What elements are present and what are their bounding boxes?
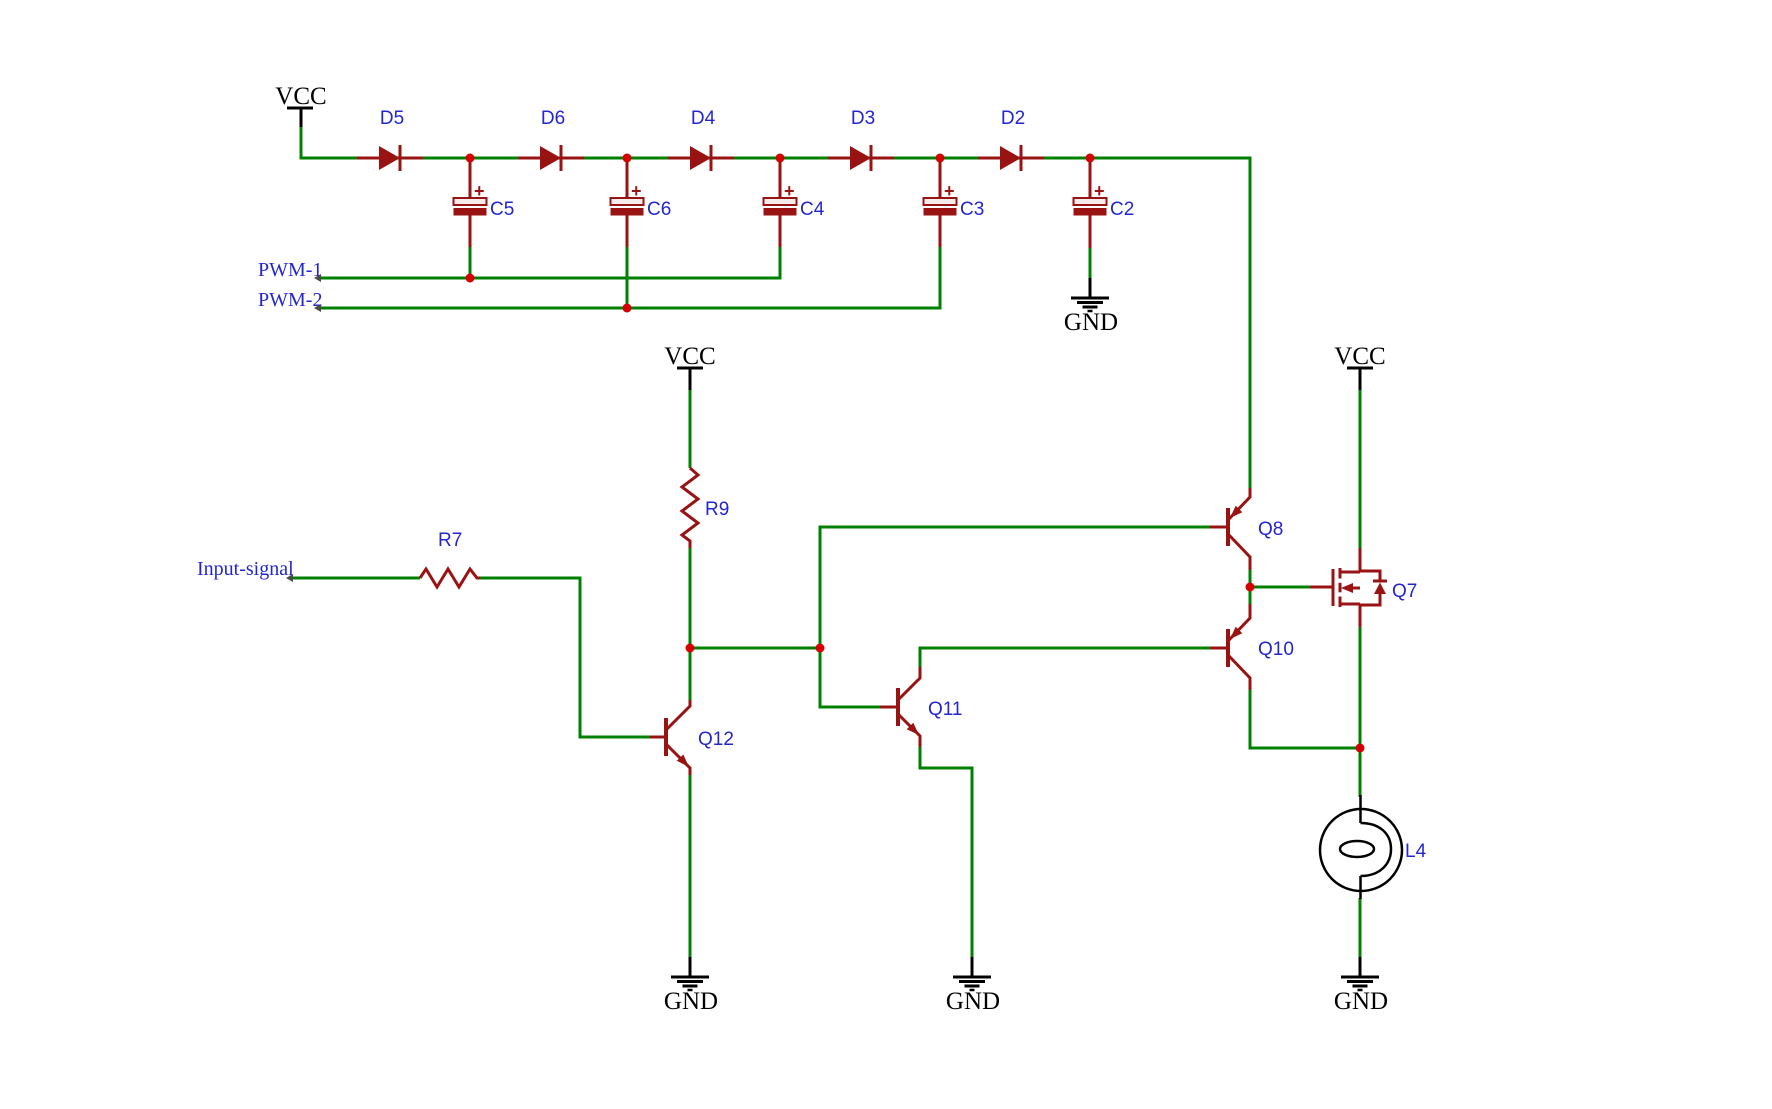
wire-q11-emitter-gnd[interactable]	[918, 747, 974, 957]
wire-r9-node[interactable]	[688, 525, 1210, 709]
gnd-label: GND	[664, 988, 718, 1015]
lamp-l4[interactable]: L4	[1318, 795, 1427, 899]
diode-d4[interactable]: D4	[668, 108, 734, 171]
gnd-label: GND	[1064, 309, 1118, 336]
junction-dot	[775, 153, 785, 163]
junction-dot	[815, 643, 825, 653]
junction-dot	[1085, 153, 1095, 163]
d5-ref: D5	[380, 108, 404, 129]
resistor-r9[interactable]: R9	[679, 466, 729, 548]
vcc-label: VCC	[664, 343, 715, 370]
gnd-label: GND	[946, 988, 1000, 1015]
pwm1-label: PWM-1	[258, 259, 322, 281]
transistor-q8[interactable]: Q8	[1210, 488, 1283, 570]
ground-symbol-lamp[interactable]: GND	[1334, 957, 1388, 1015]
c2-plus: +	[1094, 181, 1105, 201]
input-signal-label: Input-signal	[197, 558, 294, 580]
d2-ref: D2	[1001, 108, 1025, 129]
junction-dot	[465, 153, 475, 163]
capacitor-c5[interactable]: + C5	[452, 162, 515, 247]
net-port-marker	[314, 274, 321, 282]
transistor-q12[interactable]: Q12	[650, 700, 734, 775]
c5-plus: +	[474, 181, 485, 201]
junction-dot	[622, 303, 632, 313]
c4-plus: +	[784, 181, 795, 201]
q11-ref: Q11	[928, 699, 963, 720]
c6-ref: C6	[647, 199, 671, 220]
q8-ref: Q8	[1258, 519, 1283, 540]
junction-dot	[1245, 582, 1255, 592]
junction-dots	[465, 153, 1365, 753]
capacitor-c2[interactable]: + C2	[1072, 162, 1135, 248]
q12-ref: Q12	[698, 729, 734, 750]
d3-ref: D3	[851, 108, 875, 129]
l4-ref: L4	[1405, 841, 1427, 862]
junction-dot	[1355, 743, 1365, 753]
wire-r7-to-q12-base[interactable]	[480, 576, 650, 739]
r9-ref: R9	[705, 499, 729, 520]
ground-symbol-q12[interactable]: GND	[664, 957, 718, 1015]
net-label-input-signal[interactable]: Input-signal	[197, 558, 294, 582]
power-vcc-top-left[interactable]: VCC	[275, 83, 327, 127]
c6-plus: +	[631, 181, 642, 201]
capacitor-c6[interactable]: + C6	[609, 162, 672, 247]
wire-q8-collector-node[interactable]	[1248, 570, 1310, 604]
d6-ref: D6	[541, 108, 565, 129]
gnd-label: GND	[1334, 988, 1388, 1015]
wire-pwm1[interactable]	[318, 247, 782, 280]
transistor-q10[interactable]: Q10	[1210, 604, 1294, 690]
net-port-marker	[286, 574, 293, 582]
c4-ref: C4	[800, 199, 825, 220]
wire-q10-collector-to-output[interactable]	[1248, 690, 1360, 750]
ground-symbol-c2[interactable]: GND	[1064, 278, 1118, 336]
net-label-pwm2[interactable]: PWM-2	[258, 289, 322, 312]
power-vcc-right[interactable]: VCC	[1334, 343, 1386, 390]
net-port-marker	[314, 304, 321, 312]
resistor-r7[interactable]: R7	[418, 530, 480, 590]
q7-ref: Q7	[1392, 581, 1417, 602]
diode-d6[interactable]: D6	[518, 108, 584, 171]
c2-ref: C2	[1110, 199, 1134, 220]
c3-ref: C3	[960, 199, 984, 220]
capacitor-c4[interactable]: + C4	[762, 162, 825, 247]
c5-ref: C5	[490, 199, 514, 220]
c3-plus: +	[944, 181, 955, 201]
q10-ref: Q10	[1258, 639, 1294, 660]
vcc-label: VCC	[1334, 343, 1385, 370]
pwm2-label: PWM-2	[258, 289, 322, 311]
net-label-pwm1[interactable]: PWM-1	[258, 259, 322, 282]
ground-symbol-q11[interactable]: GND	[946, 957, 1000, 1015]
mosfet-q7[interactable]: Q7	[1310, 548, 1417, 627]
wire-pwm2[interactable]	[318, 247, 942, 310]
capacitor-c3[interactable]: + C3	[922, 162, 985, 247]
wire-q11-collector-to-q10-base[interactable]	[918, 646, 1210, 667]
transistor-q11[interactable]: Q11	[880, 667, 963, 747]
r7-ref: R7	[438, 530, 462, 551]
junction-dot	[622, 153, 632, 163]
power-vcc-middle[interactable]: VCC	[664, 343, 716, 390]
diode-d3[interactable]: D3	[828, 108, 894, 171]
diode-d2[interactable]: D2	[978, 108, 1044, 171]
vcc-label: VCC	[275, 83, 326, 110]
junction-dot	[935, 153, 945, 163]
d4-ref: D4	[691, 108, 716, 129]
junction-dot	[685, 643, 695, 653]
diode-d5[interactable]: D5	[357, 108, 423, 171]
junction-dot	[465, 273, 475, 283]
